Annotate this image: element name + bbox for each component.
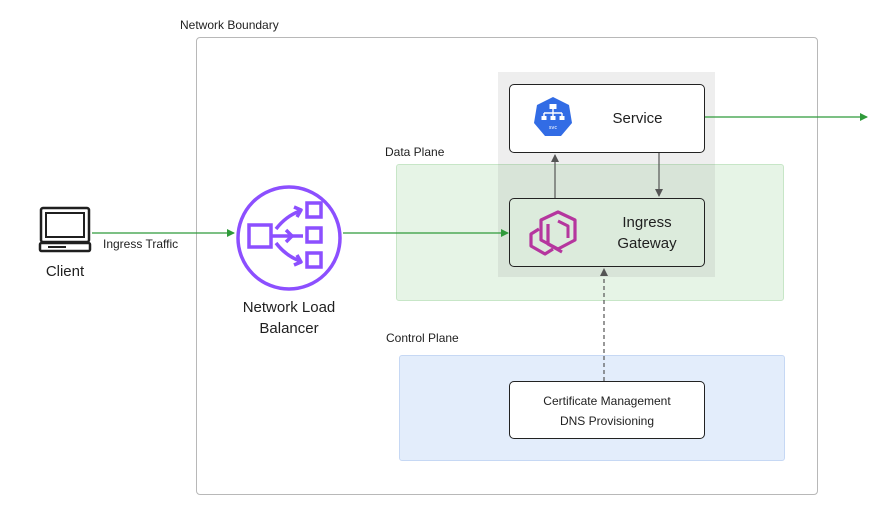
kubernetes-svc-icon-text: svc: [549, 125, 558, 131]
kubernetes-svc-icon: svc: [534, 97, 572, 136]
envoy-gateway-icon: [529, 210, 577, 256]
service-label: Service: [612, 110, 663, 127]
computer-monitor-icon: [38, 206, 92, 253]
nlb-label-line1: Network Load: [242, 299, 336, 316]
gateway-label-line1: Ingress: [622, 214, 672, 231]
control-plane-box[interactable]: Certificate Management DNS Provisioning: [509, 381, 705, 439]
ingress-gateway-box[interactable]: Ingress Gateway: [509, 198, 705, 267]
dns-provisioning-label: DNS Provisioning: [559, 414, 655, 428]
control-plane-label: Control Plane: [386, 331, 459, 345]
network-boundary-label: Network Boundary: [180, 18, 279, 32]
network-boundary: [196, 37, 818, 495]
certificate-management-label: Certificate Management: [543, 394, 671, 408]
control-plane-box-text: Certificate Management DNS Provisioning: [510, 391, 704, 431]
nlb-label-line2: Balancer: [259, 320, 319, 337]
service-box[interactable]: svc Service: [509, 84, 705, 153]
client-label: Client: [45, 263, 85, 280]
nlb-label: Network Load Balancer: [224, 297, 354, 339]
data-plane-label: Data Plane: [385, 145, 445, 159]
network-load-balancer-icon: [236, 185, 342, 291]
ingress-traffic-label: Ingress Traffic: [103, 237, 179, 251]
gateway-label: Ingress Gateway: [602, 212, 692, 254]
gateway-label-line2: Gateway: [617, 235, 677, 252]
control-plane-zone: [399, 355, 785, 461]
